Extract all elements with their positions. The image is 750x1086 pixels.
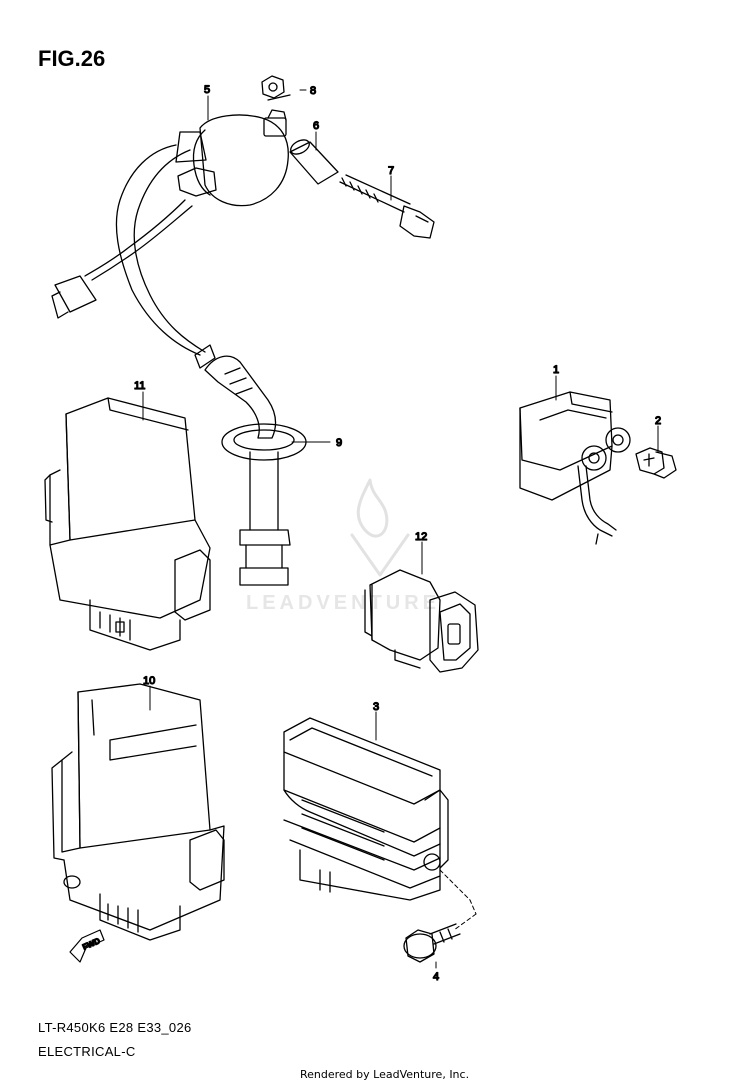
bolt xyxy=(339,174,435,239)
ecm-unit xyxy=(51,683,225,941)
flange-bolt xyxy=(403,923,461,963)
relay-connector xyxy=(364,569,479,673)
fwd-arrow xyxy=(69,929,105,963)
callout-3: 3 xyxy=(373,701,379,713)
section-name: ELECTRICAL-C xyxy=(38,1044,136,1059)
watermark-text: LEADVENTURE xyxy=(246,592,441,614)
spark-plug-cap xyxy=(204,355,307,586)
cdi-unit xyxy=(44,397,211,651)
screw xyxy=(635,447,677,479)
rendered-by-credit: Rendered by LeadVenture, Inc. xyxy=(300,1068,470,1081)
callout-9: 9 xyxy=(336,437,342,449)
leader-lines xyxy=(142,89,659,969)
model-code: LT-R450K6 E28 E33_026 xyxy=(38,1020,192,1035)
callout-12: 12 xyxy=(415,531,427,543)
callout-6: 6 xyxy=(313,120,319,132)
nut xyxy=(261,75,291,101)
regulator-rectifier xyxy=(283,717,449,901)
figure-title: FIG.26 xyxy=(38,46,106,71)
watermark-logo xyxy=(350,478,410,577)
sensor-switch xyxy=(519,391,631,545)
callout-8: 8 xyxy=(310,85,316,97)
callout-11: 11 xyxy=(134,380,145,392)
callout-7: 7 xyxy=(388,165,394,177)
ignition-coil xyxy=(51,109,289,369)
callout-10: 10 xyxy=(143,675,155,687)
collar xyxy=(289,139,339,185)
callout-2: 2 xyxy=(655,415,661,427)
callout-5: 5 xyxy=(204,84,210,96)
fwd-label: FWD xyxy=(81,936,102,952)
callout-1: 1 xyxy=(553,364,559,376)
callout-4: 4 xyxy=(433,971,439,983)
